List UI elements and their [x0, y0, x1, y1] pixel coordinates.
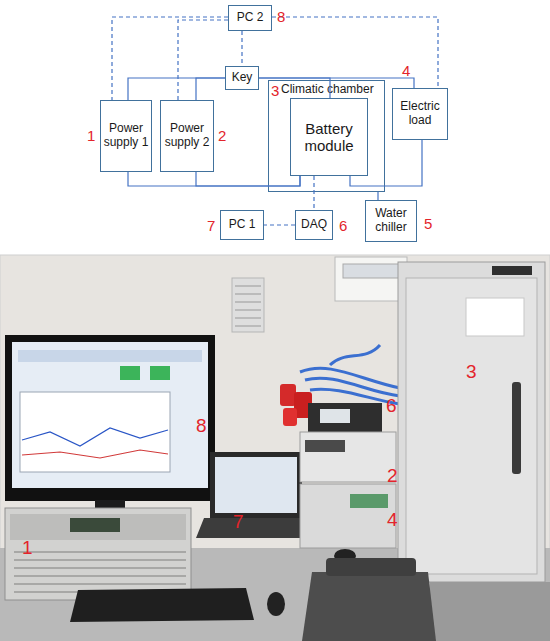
chiller-box: Water chiller	[365, 200, 417, 242]
chamber-door	[406, 278, 537, 574]
node-label: Water chiller	[368, 207, 414, 235]
callout-number: 4	[402, 63, 410, 78]
data-link	[272, 17, 438, 88]
power-line	[377, 192, 378, 200]
node-label: Electric load	[395, 100, 445, 128]
plot-trace	[22, 450, 168, 458]
callout-number: 2	[387, 466, 398, 485]
wall	[0, 255, 550, 641]
daq-display	[320, 409, 350, 423]
callout-number: 1	[87, 128, 95, 143]
software-toolbar	[18, 350, 202, 362]
status-indicator	[120, 366, 140, 380]
chamber-stand	[430, 582, 550, 641]
load-box: Electric load	[392, 88, 448, 140]
node-label: Power supply 2	[163, 122, 211, 150]
node-label: PC 2	[237, 11, 264, 25]
callout-number: 3	[466, 362, 477, 381]
plot-area	[20, 392, 170, 472]
callout-number: 7	[233, 512, 244, 531]
keyboard	[70, 588, 254, 622]
callout-number: 5	[424, 216, 432, 231]
power-line	[259, 78, 414, 88]
callout-number: 1	[22, 538, 33, 557]
data-link	[178, 20, 228, 100]
blue-cables	[300, 345, 400, 404]
power-line	[196, 78, 225, 100]
power-line	[128, 78, 225, 100]
red-plug	[280, 384, 296, 406]
computer-box: PC 2	[228, 5, 272, 31]
panel-window	[343, 264, 399, 278]
data-link	[112, 17, 228, 100]
monitor-frame	[5, 335, 215, 501]
callout-number: 7	[207, 218, 215, 233]
callout-number: 8	[196, 416, 207, 435]
power-supply-unit	[300, 432, 396, 482]
device-vents	[14, 552, 186, 592]
callout-number: 6	[386, 396, 397, 415]
node-label: PC 1	[229, 218, 256, 232]
device-display	[305, 440, 345, 452]
power-supply-box: Power supply 1	[100, 100, 152, 172]
chamber-box: Climatic chamberBattery module	[268, 80, 385, 192]
device-display	[70, 518, 120, 532]
callout-number: 2	[218, 128, 226, 143]
power-line	[196, 172, 300, 186]
power-supply-unit	[5, 508, 191, 600]
callout-number: 8	[277, 9, 285, 24]
node-label: DAQ	[301, 218, 327, 232]
data-link	[313, 176, 314, 210]
chair-back	[326, 558, 416, 576]
callout-number: 4	[387, 510, 398, 529]
door-handle	[512, 382, 521, 474]
electrical-panel	[335, 257, 407, 301]
electronic-load-unit	[300, 484, 396, 548]
status-indicator	[150, 366, 170, 380]
node-label: Battery module	[293, 120, 365, 155]
mouse	[267, 592, 285, 616]
photo-frame	[0, 255, 550, 641]
data-link	[241, 31, 242, 66]
climatic-chamber-cabinet	[398, 262, 545, 582]
device-display	[350, 494, 388, 508]
laptop-lid	[210, 452, 302, 518]
power-line	[128, 172, 300, 186]
computer-box: PC 1	[220, 210, 264, 240]
node-label: Climatic chamber	[281, 83, 374, 97]
vent-slats	[235, 286, 261, 326]
power-supply-box: Power supply 2	[160, 100, 214, 172]
daq-unit	[308, 403, 382, 432]
node-label: Power supply 1	[103, 122, 149, 150]
wall-vent	[232, 278, 264, 332]
power-line	[259, 78, 330, 98]
power-line	[350, 140, 422, 186]
front-panel	[10, 514, 186, 540]
node-label: Key	[232, 71, 253, 85]
door-note	[466, 298, 524, 336]
photo-scene	[0, 255, 550, 641]
key-switch-box: Key	[225, 66, 259, 90]
monitor-screen	[12, 342, 208, 488]
plot-trace	[22, 428, 168, 446]
data-link	[264, 224, 295, 225]
battery-box: Battery module	[290, 98, 368, 176]
callout-number: 6	[339, 218, 347, 233]
red-plug	[283, 408, 297, 426]
chair	[302, 572, 436, 641]
daq-box: DAQ	[295, 210, 333, 240]
laptop-screen	[215, 457, 297, 513]
chamber-controller	[492, 266, 532, 275]
